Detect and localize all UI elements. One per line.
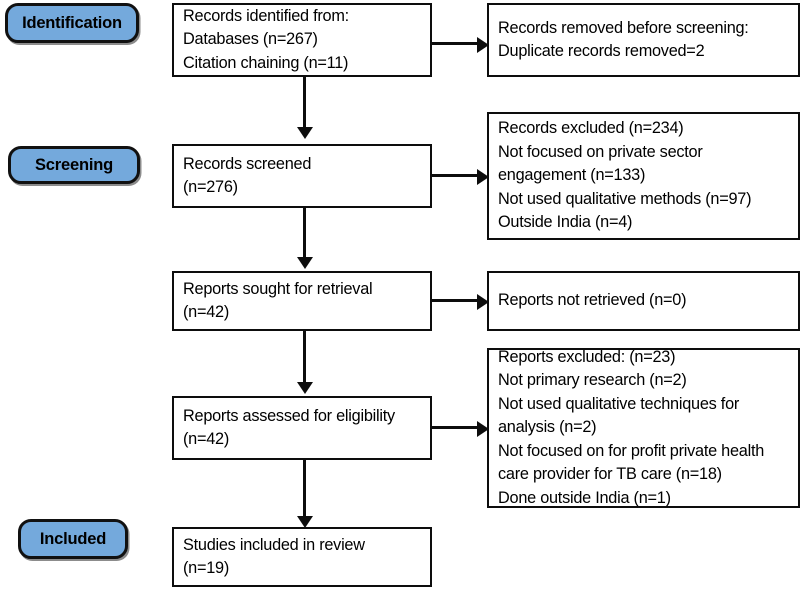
connector-assessed-to-excluded xyxy=(432,426,479,429)
arrowhead-identified-to-removed xyxy=(477,36,489,53)
box-reports-assessed: Reports assessed for eligibility (n=42) xyxy=(172,396,432,460)
box-reports-excluded: Reports excluded: (n=23) Not primary res… xyxy=(487,348,800,508)
studies-included-line-2: (n=19) xyxy=(183,559,230,577)
arrowhead-sought-to-not-retrieved xyxy=(477,293,489,310)
reports-assessed-line-2: (n=42) xyxy=(183,430,230,448)
reports-excluded-line-4: Not focused on for profit private health… xyxy=(498,441,765,484)
stage-label-screening-text: Screening xyxy=(35,155,113,174)
box-records-removed: Records removed before screening: Duplic… xyxy=(487,3,800,77)
connector-screened-to-sought xyxy=(303,208,306,259)
box-records-excluded: Records excluded (n=234) Not focused on … xyxy=(487,112,800,240)
reports-sought-line-1: Reports sought for retrieval xyxy=(183,279,373,298)
reports-not-retrieved-line-1: Reports not retrieved (n=0) xyxy=(498,291,687,310)
records-excluded-line-2: Not focused on private sector engagement… xyxy=(498,142,703,185)
arrowhead-identified-to-screened xyxy=(296,127,313,139)
arrowhead-screened-to-excluded xyxy=(477,168,489,185)
reports-excluded-line-2: Not primary research (n=2) xyxy=(498,371,687,390)
records-identified-line-2: Databases (n=267) xyxy=(183,30,318,49)
connector-identified-to-removed xyxy=(432,42,479,45)
studies-included-line-1: Studies included in review xyxy=(183,535,365,554)
records-identified-line-1: Records identified from: xyxy=(183,6,349,25)
records-excluded-line-4: Outside India (n=4) xyxy=(498,213,633,232)
connector-identified-to-screened xyxy=(303,77,306,129)
reports-excluded-line-1: Reports excluded: (n=23) xyxy=(498,347,676,366)
reports-sought-line-2: (n=42) xyxy=(183,303,230,321)
stage-label-identification-text: Identification xyxy=(22,13,122,32)
records-removed-line-1: Records removed before screening: xyxy=(498,18,749,37)
arrowhead-sought-to-assessed xyxy=(296,382,313,394)
stage-label-screening: Screening xyxy=(8,146,140,184)
stage-label-identification: Identification xyxy=(5,3,139,43)
records-excluded-line-1: Records excluded (n=234) xyxy=(498,119,684,138)
connector-sought-to-not-retrieved xyxy=(432,299,479,302)
box-records-screened: Records screened (n=276) xyxy=(172,144,432,208)
connector-sought-to-assessed xyxy=(303,331,306,384)
box-studies-included: Studies included in review (n=19) xyxy=(172,527,432,587)
records-screened-line-1: Records screened xyxy=(183,154,312,173)
reports-excluded-line-3: Not used qualitative techniques for anal… xyxy=(498,394,740,437)
arrowhead-assessed-to-excluded xyxy=(477,420,489,437)
connector-assessed-to-included xyxy=(303,460,306,518)
stage-label-included: Included xyxy=(18,519,128,559)
arrowhead-assessed-to-included xyxy=(296,516,313,528)
stage-label-included-text: Included xyxy=(39,529,107,548)
records-excluded-line-3: Not used qualitative methods (n=97) xyxy=(498,189,752,208)
box-reports-not-retrieved: Reports not retrieved (n=0) xyxy=(487,271,800,331)
records-screened-line-2: (n=276) xyxy=(183,178,238,196)
records-removed-line-2: Duplicate records removed=2 xyxy=(498,42,705,60)
records-identified-line-3: Citation chaining (n=11) xyxy=(183,53,349,72)
reports-excluded-line-5: Done outside India (n=1) xyxy=(498,488,671,507)
box-reports-sought: Reports sought for retrieval (n=42) xyxy=(172,271,432,331)
connector-screened-to-excluded xyxy=(432,174,479,177)
box-records-identified: Records identified from: Databases (n=26… xyxy=(172,3,432,77)
reports-assessed-line-1: Reports assessed for eligibility xyxy=(183,406,395,425)
arrowhead-screened-to-sought xyxy=(296,257,313,269)
